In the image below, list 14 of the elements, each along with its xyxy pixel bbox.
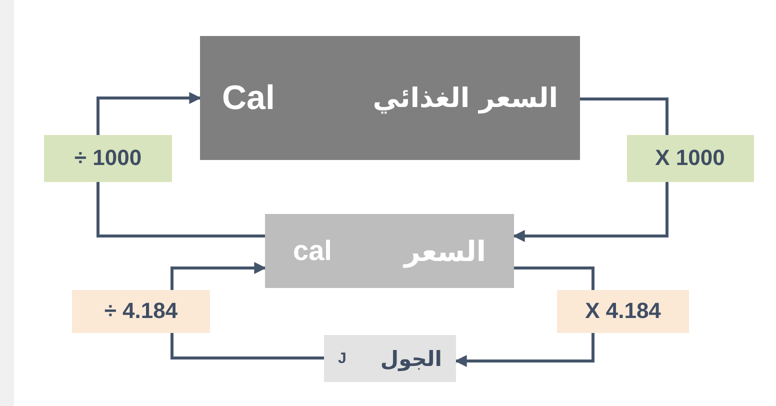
quantity-name: السعر: [404, 234, 486, 268]
edge-label: X 4.184: [557, 290, 689, 332]
arrow: [96, 92, 265, 238]
unit-symbol: Cal: [222, 78, 275, 118]
edge-label: ÷ 1000: [44, 134, 172, 182]
edge-label: ÷ 4.184: [72, 290, 210, 332]
unit-symbol: cal: [293, 235, 332, 267]
box: [265, 214, 514, 288]
unit-symbol: J: [338, 350, 346, 367]
quantity-name: الجول: [380, 346, 442, 370]
box: [200, 36, 580, 160]
edge-label: X 1000: [626, 134, 754, 182]
box: [324, 335, 456, 382]
quantity-name: السعر الغذائي: [372, 82, 558, 114]
